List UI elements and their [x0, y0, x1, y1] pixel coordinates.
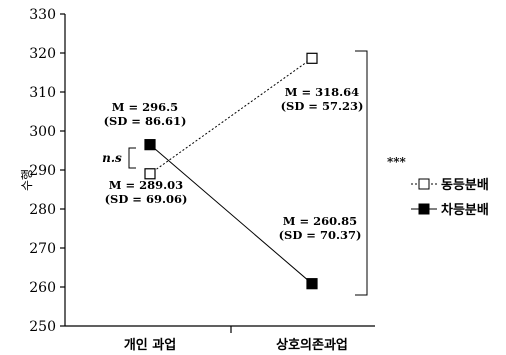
y-tick-label: 290 [29, 163, 56, 179]
y-axis-label: 수행 [19, 169, 34, 191]
legend-marker-series-2 [418, 203, 430, 215]
y-tick-label: 310 [29, 85, 56, 101]
annotation-sd: (SD = 69.06) [105, 192, 188, 206]
annotations: M = 289.03(SD = 69.06) M = 318.64(SD = 57… [104, 85, 364, 242]
sig-bracket [355, 50, 368, 296]
annotation-mean: M = 260.85 [283, 214, 357, 228]
series-lines [149, 57, 313, 285]
annotation-sd: (SD = 70.37) [279, 228, 362, 242]
point-series-1-2 [306, 52, 318, 64]
series-line-1 [149, 57, 313, 175]
point-series-2-1 [144, 139, 156, 151]
ns-bracket [128, 147, 136, 169]
y-tick-label: 320 [29, 46, 56, 62]
legend-marker-series-1 [418, 178, 430, 190]
annotation-mean: M = 289.03 [109, 178, 183, 192]
legend-label-series-1: 동등분배 [441, 177, 489, 193]
sig-label: *** [387, 155, 407, 169]
y-tick-label: 260 [29, 280, 56, 296]
legend-label-series-2: 차등분배 [441, 202, 489, 218]
annotation-mean: M = 318.64 [285, 85, 359, 99]
x-category-label: 상호의존과업 [276, 337, 348, 353]
y-tick-label: 300 [29, 124, 56, 140]
ns-label: n.s [102, 151, 122, 165]
y-tick-label: 250 [29, 319, 56, 335]
legend: 동등분배 차등분배 [411, 177, 489, 218]
x-category-label: 개인 과업 [124, 337, 176, 353]
annotation-mean: M = 296.5 [112, 100, 178, 114]
annotation-sd: (SD = 86.61) [104, 114, 187, 128]
series-markers [144, 52, 318, 290]
y-tick-label: 270 [29, 241, 56, 257]
annotation-sd: (SD = 57.23) [281, 99, 364, 113]
series-line-2 [149, 144, 313, 285]
y-tick-label: 330 [29, 7, 56, 23]
point-series-2-2 [306, 278, 318, 290]
point-series-1-1 [144, 168, 156, 180]
y-ticks: 250 260 270 280 290 300 310 320 330 [29, 7, 65, 335]
y-tick-label: 280 [29, 202, 56, 218]
x-categories: 개인 과업 상호의존과업 [124, 326, 348, 353]
